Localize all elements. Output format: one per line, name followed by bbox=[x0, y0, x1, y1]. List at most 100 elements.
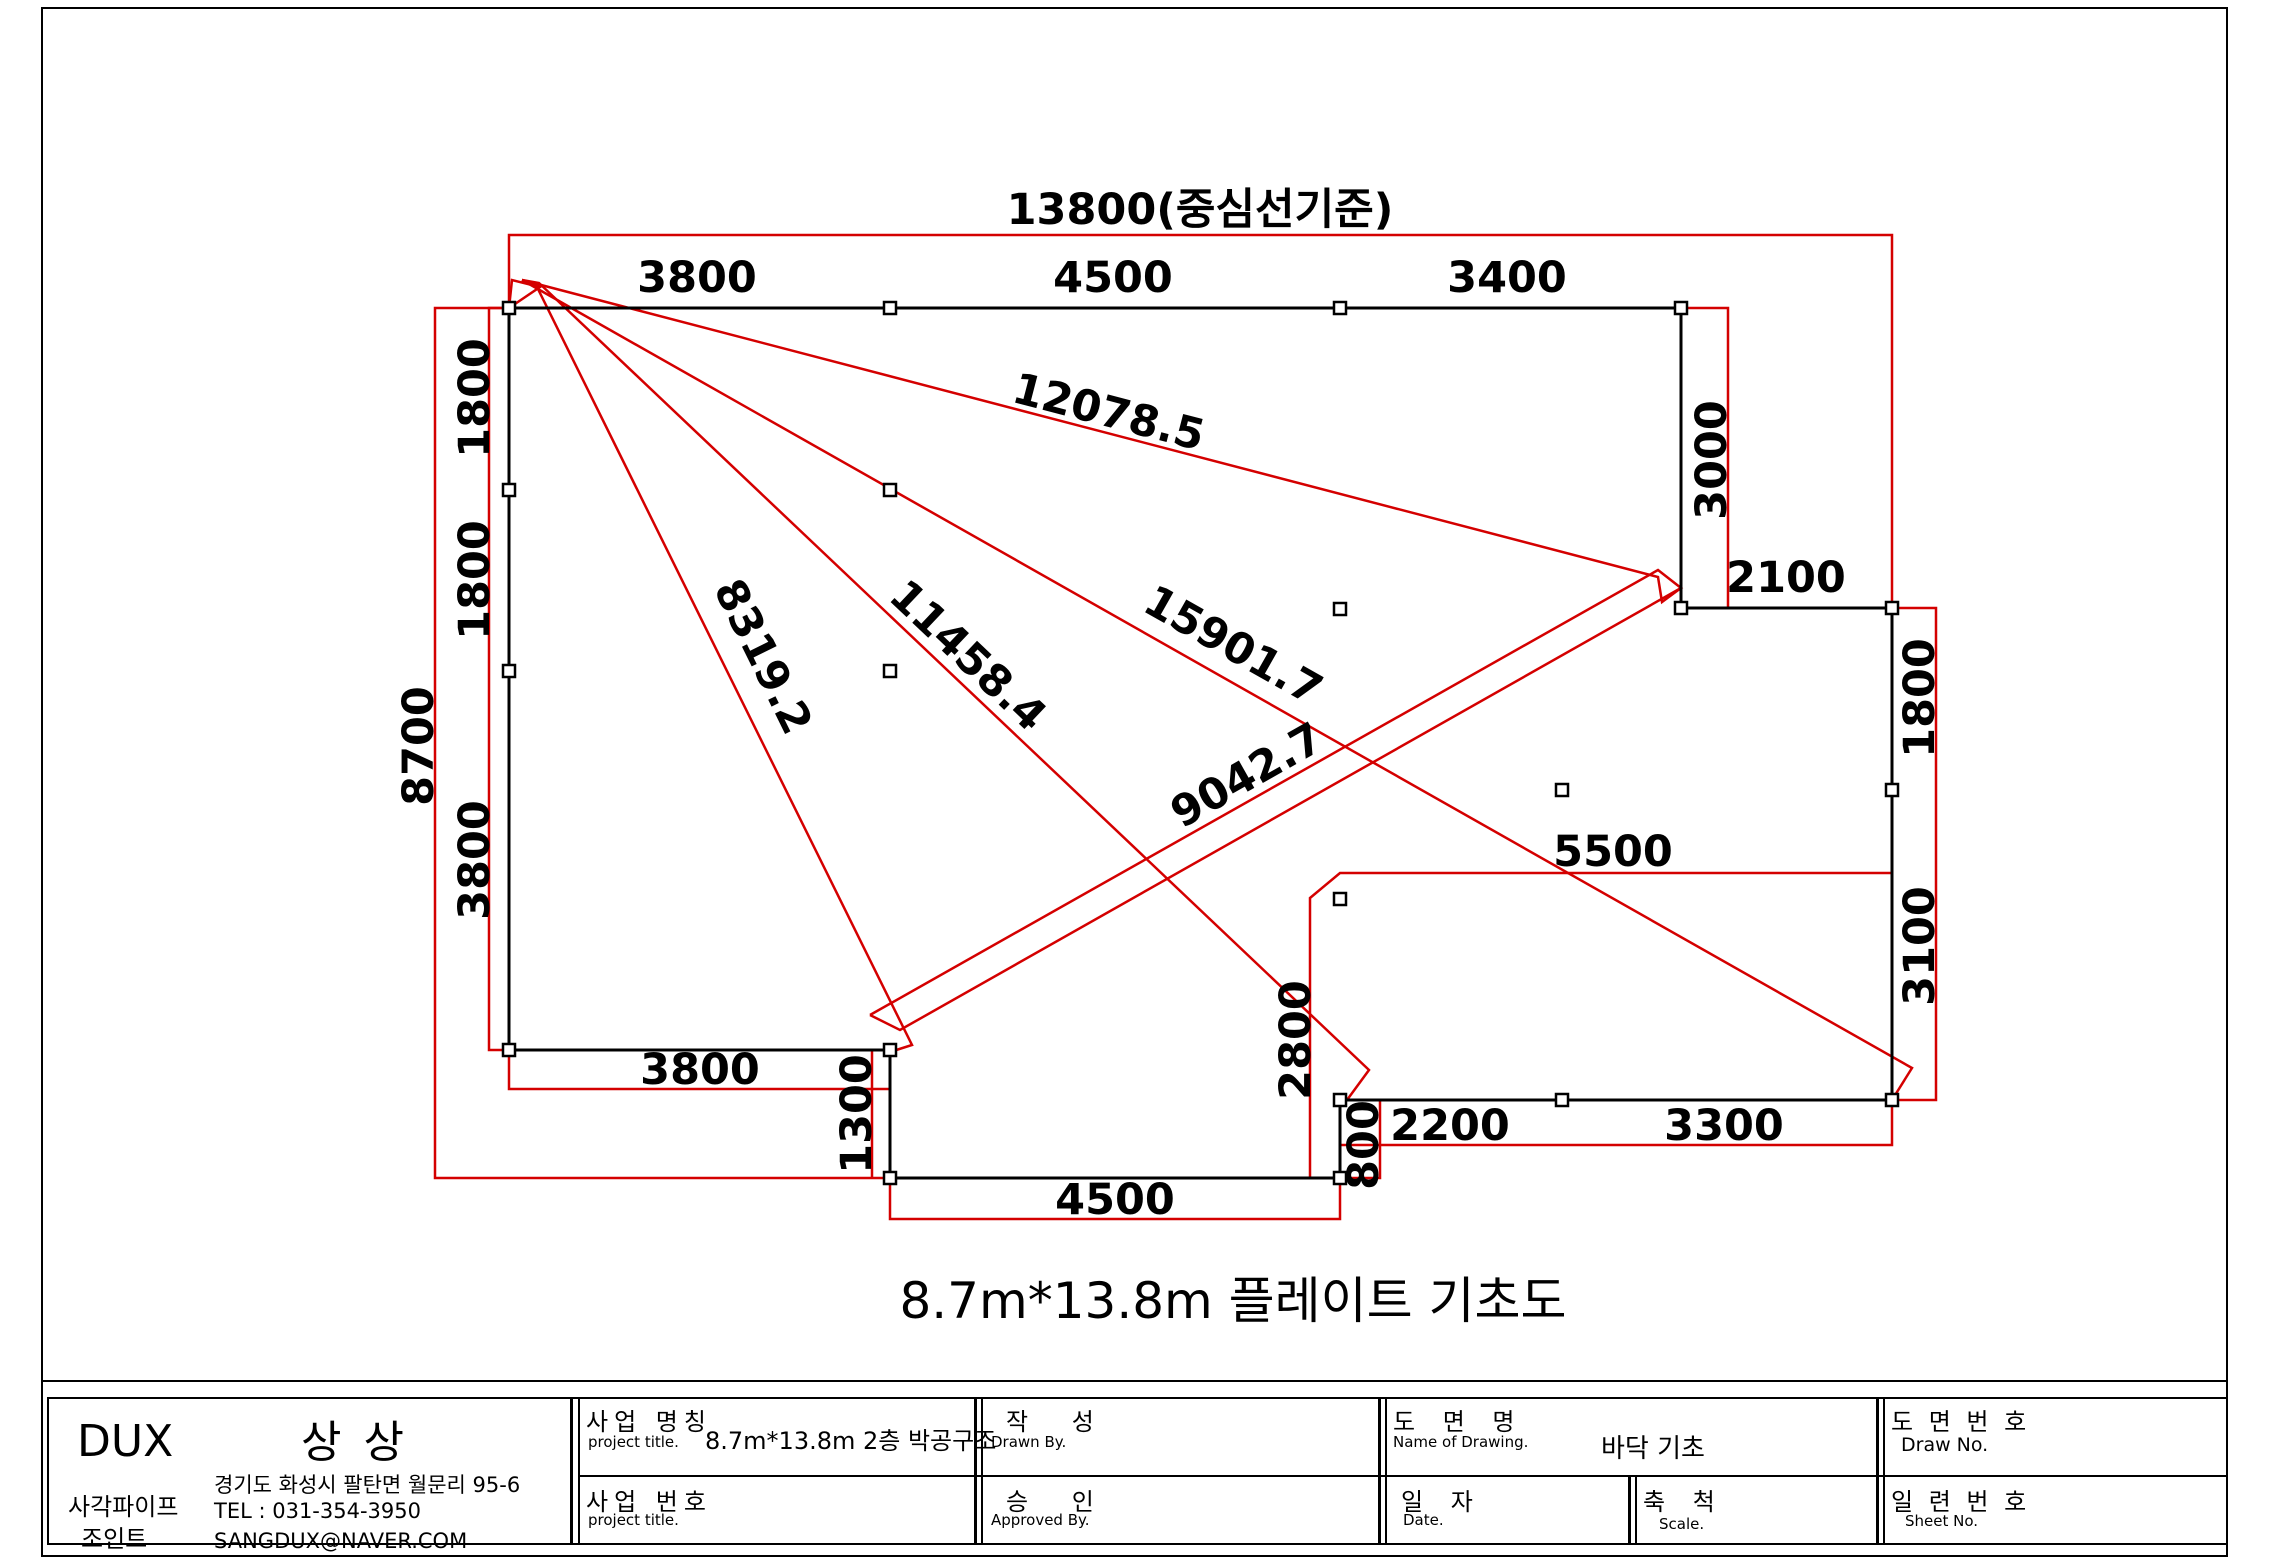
date-en: Date. bbox=[1403, 1511, 1444, 1529]
project-name-label: 사업 명칭 bbox=[586, 1408, 712, 1436]
dim-bottom-r2: 3300 bbox=[1664, 1101, 1784, 1151]
dim-right-upper: 3000 bbox=[1687, 400, 1737, 520]
node bbox=[1884, 1092, 1900, 1108]
scale-label: 축 척 bbox=[1643, 1488, 1725, 1516]
sheet-no-en: Sheet No. bbox=[1905, 1512, 1979, 1530]
drawing-name-label: 도 면 명 bbox=[1393, 1408, 1525, 1436]
company-sub-2: 조인트 bbox=[81, 1525, 148, 1553]
dim-right-2: 3100 bbox=[1895, 886, 1945, 1006]
approved-by-en: Approved By. bbox=[991, 1511, 1090, 1529]
node bbox=[501, 300, 517, 316]
project-name-en: project title. bbox=[588, 1433, 679, 1451]
dim-left-2: 1800 bbox=[450, 520, 500, 640]
sheet-no-label: 일 련 번 호 bbox=[1891, 1488, 2031, 1516]
draw-no-en: Draw No. bbox=[1901, 1434, 1989, 1456]
dim-notch-depth: 1300 bbox=[832, 1054, 882, 1174]
date-label: 일 자 bbox=[1401, 1488, 1483, 1516]
title-block-divider bbox=[570, 1397, 573, 1545]
project-no-label: 사업 번호 bbox=[586, 1488, 712, 1516]
dim-inner-height: 2800 bbox=[1271, 980, 1321, 1100]
dim-right-1: 1800 bbox=[1895, 638, 1945, 758]
node bbox=[882, 1170, 898, 1186]
approved-by-label: 승 인 bbox=[1006, 1488, 1112, 1516]
left-dimension-line bbox=[487, 306, 509, 1052]
title-block-divider bbox=[1385, 1397, 1387, 1545]
diagonal-12078 bbox=[521, 278, 1682, 605]
company-logo: DUX bbox=[77, 1416, 174, 1467]
dim-inner-width: 5500 bbox=[1553, 827, 1673, 877]
drawing-name-value: 바닥 기초 bbox=[1601, 1434, 1705, 1464]
title-block-divider bbox=[1628, 1475, 1631, 1545]
dim-overall-left: 8700 bbox=[394, 686, 444, 806]
title-block-divider bbox=[1635, 1475, 1637, 1545]
node bbox=[501, 1042, 517, 1058]
node bbox=[882, 663, 898, 679]
node bbox=[1884, 782, 1900, 798]
title-block-divider bbox=[974, 1397, 977, 1545]
dimension-lines bbox=[433, 233, 1938, 1221]
dim-small-step: 800 bbox=[1339, 1100, 1389, 1190]
diagonal-15901 bbox=[521, 278, 1914, 1101]
title-block-bottom-rule bbox=[47, 1543, 2228, 1545]
title-block-left-rule bbox=[47, 1397, 49, 1545]
company-email: SANGDUX@NAVER.COM bbox=[214, 1529, 468, 1553]
title-block: DUX 상 상 사각파이프 조인트 경기도 화성시 팔탄면 월문리 95-6 T… bbox=[41, 1380, 2228, 1559]
title-block-divider bbox=[1378, 1397, 1381, 1545]
node-markers bbox=[501, 300, 1900, 1186]
dim-bottom-left: 3800 bbox=[640, 1045, 760, 1095]
node bbox=[1332, 601, 1348, 617]
title-block-mid-rule bbox=[578, 1475, 2228, 1477]
dim-step-right: 2100 bbox=[1726, 553, 1846, 603]
right-dimension-line bbox=[1892, 606, 1938, 1102]
node bbox=[1554, 782, 1570, 798]
dim-top-1: 3800 bbox=[637, 253, 757, 303]
drawing-name-en: Name of Drawing. bbox=[1393, 1433, 1529, 1451]
draw-no-label: 도 면 번 호 bbox=[1891, 1408, 2031, 1436]
notch-bottom-dimension-line bbox=[888, 1178, 1342, 1221]
drawing-frame bbox=[41, 7, 2228, 1557]
dim-top-3: 3400 bbox=[1447, 253, 1567, 303]
node bbox=[1673, 300, 1689, 316]
node bbox=[1884, 600, 1900, 616]
node bbox=[1332, 891, 1348, 907]
title-block-divider bbox=[1876, 1397, 1879, 1545]
diagonal-9042 bbox=[869, 568, 1684, 1032]
diagonal-11458 bbox=[521, 278, 1371, 1101]
title-block-top-rule bbox=[47, 1397, 2228, 1399]
node bbox=[1332, 1170, 1348, 1186]
dim-diagonal-1: 12078.5 bbox=[1007, 364, 1209, 462]
drawn-by-label: 작 성 bbox=[1006, 1408, 1112, 1436]
node bbox=[1332, 300, 1348, 316]
dim-overall-top: 13800(중심선기준) bbox=[1007, 185, 1394, 235]
dim-diagonal-4: 15901.7 bbox=[1135, 576, 1330, 716]
node bbox=[1673, 600, 1689, 616]
diagonal-origin-tick bbox=[507, 278, 544, 310]
dim-left-1: 1800 bbox=[450, 338, 500, 458]
title-block-divider bbox=[981, 1397, 983, 1545]
node bbox=[882, 1042, 898, 1058]
node bbox=[1332, 1092, 1348, 1108]
title-block-divider bbox=[1883, 1397, 1885, 1545]
scale-en: Scale. bbox=[1659, 1515, 1705, 1533]
dim-notch-width: 4500 bbox=[1055, 1175, 1175, 1225]
dim-top-2: 4500 bbox=[1053, 253, 1173, 303]
diagonal-8319 bbox=[521, 278, 914, 1054]
project-name-value: 8.7m*13.8m 2층 박공구조 bbox=[705, 1427, 997, 1455]
company-sub-1: 사각파이프 bbox=[68, 1493, 179, 1521]
node bbox=[1554, 1092, 1570, 1108]
node bbox=[882, 482, 898, 498]
node bbox=[501, 663, 517, 679]
dim-diagonal-3: 11458.4 bbox=[879, 570, 1055, 741]
node bbox=[882, 300, 898, 316]
node bbox=[501, 482, 517, 498]
project-no-en: project title. bbox=[588, 1511, 679, 1529]
drawn-by-en: Drawn By. bbox=[991, 1433, 1067, 1451]
overall-left-dimension-line bbox=[433, 306, 890, 1180]
title-block-divider bbox=[578, 1397, 580, 1545]
company-tel: TEL : 031-354-3950 bbox=[214, 1499, 421, 1523]
overall-top-dimension-line bbox=[507, 233, 1894, 608]
dim-diagonal-5: 9042.7 bbox=[1163, 713, 1332, 838]
dim-bottom-r1: 2200 bbox=[1390, 1101, 1510, 1151]
dim-left-3: 3800 bbox=[450, 800, 500, 920]
